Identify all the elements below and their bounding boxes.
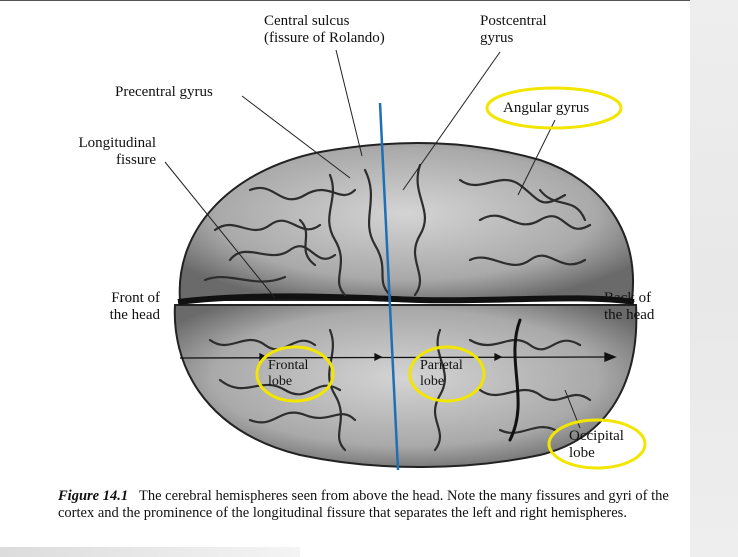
label-postcentral-line1: Postcentral <box>480 13 547 29</box>
label-front-of-head: Front of the head <box>60 290 160 324</box>
figure-number: Figure 14.1 <box>58 488 129 504</box>
label-precentral-text: Precentral gyrus <box>115 84 213 100</box>
label-central-sulcus-line2: (fissure of Rolando) <box>264 30 385 46</box>
label-frontal-line1: Frontal <box>268 358 309 373</box>
label-parietal-lobe: Parietal lobe <box>420 358 463 390</box>
label-occipital-lobe: Occipital lobe <box>569 428 624 462</box>
label-occipital-line1: Occipital <box>569 428 624 444</box>
bottom-decor-band <box>0 547 300 557</box>
label-front-line1: Front of <box>111 290 160 306</box>
label-front-line2: the head <box>109 307 160 323</box>
parietal-lobe-highlight <box>408 345 486 403</box>
label-angular-gyrus: Angular gyrus <box>503 100 589 117</box>
longitudinal-fissure <box>177 293 635 305</box>
label-angular-text: Angular gyrus <box>503 100 590 116</box>
upper-hemisphere <box>178 142 634 301</box>
label-longitudinal-fissure: Longitudinal fissure <box>38 135 157 169</box>
label-frontal-line2: lobe <box>268 374 293 389</box>
label-longitudinal-line2: fissure <box>116 152 156 168</box>
caption-text: The cerebral hemispheres seen from above… <box>58 488 669 521</box>
label-parietal-line1: Parietal <box>420 358 463 373</box>
label-central-sulcus-line1: Central sulcus <box>264 13 350 29</box>
label-parietal-line2: lobe <box>420 374 445 389</box>
central-divider-line <box>378 102 400 471</box>
occipital-lobe-highlight <box>547 418 647 470</box>
angular-gyrus-highlight <box>485 86 623 130</box>
lower-hemisphere <box>173 304 638 468</box>
frontal-lobe-highlight <box>255 345 335 403</box>
label-postcentral-gyrus: Postcentral gyrus <box>480 13 547 47</box>
figure-caption: Figure 14.1 The cerebral hemispheres see… <box>58 488 684 522</box>
label-precentral-gyrus: Precentral gyrus <box>115 84 213 101</box>
top-rule <box>0 0 738 1</box>
label-back-of-head: Back of the head <box>604 290 654 324</box>
highlight-ellipses <box>255 86 647 470</box>
gyri-texture <box>203 163 592 452</box>
label-longitudinal-line1: Longitudinal <box>78 135 157 151</box>
label-frontal-lobe: Frontal lobe <box>268 358 308 390</box>
leader-lines <box>164 49 581 429</box>
right-decor-panel <box>690 0 738 557</box>
label-back-line1: Back of <box>604 290 652 306</box>
label-occipital-line2: lobe <box>569 445 595 461</box>
label-central-sulcus: Central sulcus (fissure of Rolando) <box>264 13 385 47</box>
label-back-line2: the head <box>604 307 655 323</box>
label-postcentral-line2: gyrus <box>480 30 514 46</box>
